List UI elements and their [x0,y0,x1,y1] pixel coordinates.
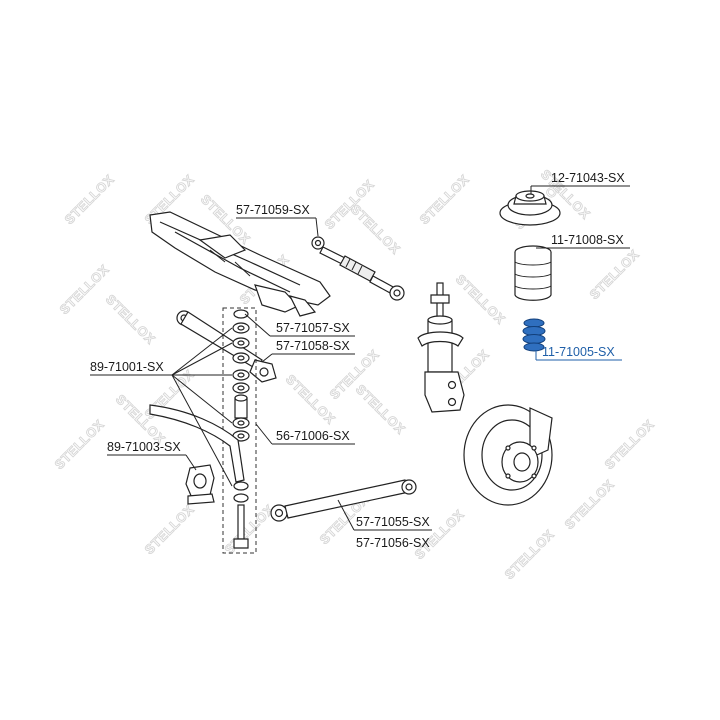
watermark: STELLOX [62,172,117,227]
rear-axle-beam-drawing [149,211,331,317]
adjustable-link-drawing [311,236,405,301]
label-11-71008-sx: 11-71008-SX [551,233,624,247]
watermark: STELLOX [502,527,557,582]
strut-mount-drawing [499,190,561,226]
watermark: STELLOX [348,202,403,257]
label-89-71003-sx: 89-71003-SX [107,440,181,454]
stabilizer-bar-drawing [149,404,245,505]
hub-disc-drawing [463,404,553,506]
label-57-71059-sx: 57-71059-SX [236,203,310,217]
label-57-71055-sx: 57-71055-SX [356,515,430,529]
label-89-71001-sx: 89-71001-SX [90,360,164,374]
watermark: STELLOX [283,372,338,427]
lower-control-arm-drawing [270,479,417,522]
label-11-71005-sx: 11-71005-SX [542,345,615,359]
watermark: STELLOX [222,502,277,557]
bump-stop-drawing [522,318,546,352]
label-12-71043-sx: 12-71043-SX [551,171,625,185]
watermark: STELLOX [417,172,472,227]
watermark: STELLOX [453,272,508,327]
label-57-71058-sx: 57-71058-SX [276,339,350,353]
watermark: STELLOX [562,477,617,532]
watermark: STELLOX [52,417,107,472]
trailing-arm-drawing [176,310,277,383]
dust-boot-drawing [514,245,552,301]
watermark: STELLOX [602,417,657,472]
label-56-71006-sx: 56-71006-SX [276,429,350,443]
label-57-71057-sx: 57-71057-SX [276,321,350,335]
watermark: STELLOX [353,382,408,437]
watermark: STELLOX [103,292,158,347]
watermark: STELLOX [57,262,112,317]
hardware-stack-drawing [222,307,257,554]
watermark: STELLOX [142,502,197,557]
part-labels: 12-71043-SX 11-71008-SX 11-71005-SX 57-7… [90,171,625,550]
leader-lines [90,185,630,531]
watermark: STELLOX [587,247,642,302]
watermark-layer: STELLOX STELLOX STELLOX STELLOX STELLOX … [51,166,657,583]
label-57-71056-sx: 57-71056-SX [356,536,430,550]
strut-drawing [417,282,465,413]
